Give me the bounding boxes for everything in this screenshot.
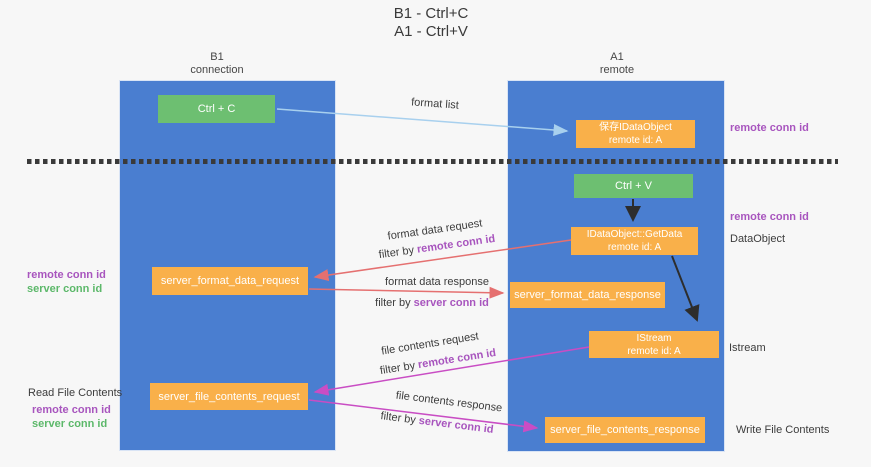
node-server-file-contents-request: server_file_contents_request	[150, 383, 308, 410]
node-istream: IStream remote id: A	[589, 331, 719, 358]
node-server-file-contents-response: server_file_contents_response	[545, 417, 705, 443]
node-ctrl-v: Ctrl + V	[574, 174, 693, 198]
istream-line2: remote id: A	[627, 345, 681, 357]
label-format-data-response: format data response	[385, 276, 489, 288]
side-label-left-server-conn-id-mid: server conn id	[27, 283, 103, 295]
lifeline-header-a1: A1 remote	[557, 51, 677, 77]
lifeline-header-b1: B1 connection	[157, 51, 277, 77]
server-conn-id-keyword: server conn id	[418, 414, 495, 436]
node-ctrl-c: Ctrl + C	[158, 95, 275, 123]
title-line-2: A1 - Ctrl+V	[394, 23, 468, 40]
node-server-format-data-response: server_format_data_response	[510, 282, 665, 308]
ctrl-v-label: Ctrl + V	[615, 180, 652, 192]
node-server-format-data-request: server_format_data_request	[152, 267, 308, 295]
remote-conn-id-keyword: remote conn id	[417, 346, 497, 372]
title-line-1: B1 - Ctrl+C	[393, 5, 469, 22]
diagram-title: B1 - Ctrl+C A1 - Ctrl+V	[331, 5, 531, 41]
side-label-dataobject: DataObject	[730, 233, 786, 245]
server-file-contents-response-label: server_file_contents_response	[550, 424, 700, 436]
node-idataobject-getdata: IDataObject::GetData remote id: A	[571, 227, 698, 255]
side-label-write-file-contents: Write File Contents	[736, 424, 830, 436]
lifeline-a1-subtitle: remote	[599, 64, 635, 76]
save-idataobject-line2: remote id: A	[608, 135, 663, 146]
dashed-separator	[27, 159, 838, 164]
ctrl-c-label: Ctrl + C	[197, 103, 236, 115]
label-format-list: format list	[410, 96, 460, 112]
server-file-contents-request-label: server_file_contents_request	[158, 390, 300, 403]
side-label-left-server-conn-id-bottom: server conn id	[32, 418, 108, 430]
save-idataobject-line1: 保存IDataObject	[599, 122, 672, 133]
arrow-format-data-response	[308, 286, 505, 299]
lifeline-b1-title: B1	[210, 51, 224, 63]
lifeline-b1-subtitle: connection	[190, 64, 244, 76]
node-save-idataobject: 保存IDataObject remote id: A	[576, 120, 695, 148]
side-label-istream: Istream	[729, 342, 766, 354]
server-conn-id-keyword: server conn id	[413, 297, 489, 309]
side-label-remote-conn-id-top: remote conn id	[730, 122, 809, 134]
side-label-read-file-contents: Read File Contents	[28, 387, 123, 399]
istream-line1: IStream	[636, 332, 672, 344]
side-label-remote-conn-id-mid: remote conn id	[730, 211, 809, 223]
getdata-line1: IDataObject::GetData	[586, 229, 683, 240]
getdata-line2: remote id: A	[607, 242, 662, 253]
server-format-data-request-label: server_format_data_request	[160, 275, 300, 287]
side-label-left-remote-conn-id-bottom: remote conn id	[32, 404, 111, 416]
side-label-left-remote-conn-id-mid: remote conn id	[27, 269, 106, 281]
label-filter-by-server-conn-id-format: filter by server conn id	[375, 297, 489, 309]
lifeline-a1-title: A1	[610, 51, 624, 63]
server-format-data-response-label: server_format_data_response	[514, 289, 661, 301]
